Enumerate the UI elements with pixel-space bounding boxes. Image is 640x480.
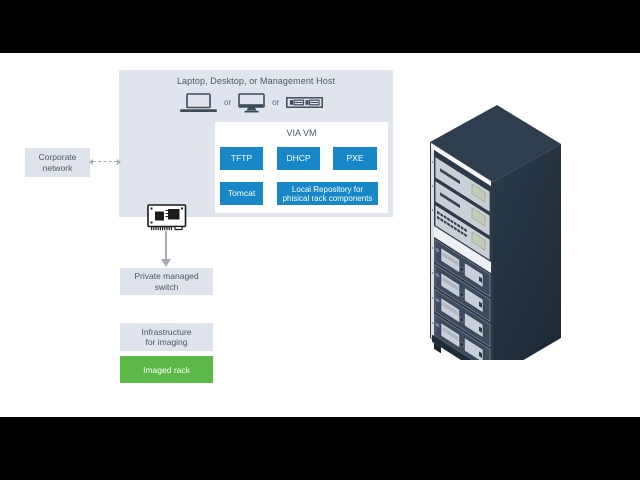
switch-line-1: Private managed bbox=[134, 271, 199, 281]
service-dhcp: DHCP bbox=[277, 147, 320, 170]
nic-edge-connector-pins bbox=[151, 226, 172, 231]
private-switch-box: Private managed switch bbox=[120, 268, 213, 295]
diagram-canvas: Laptop, Desktop, or Management Host or o… bbox=[0, 53, 640, 417]
host-panel-title: Laptop, Desktop, or Management Host bbox=[176, 76, 336, 86]
rack-unit-6 bbox=[434, 289, 491, 347]
rack-top-face bbox=[430, 105, 561, 182]
host-device-icons: or or bbox=[179, 92, 324, 113]
repo-line-1: Local Repository for bbox=[291, 184, 364, 194]
via-vm-title: VIA VM bbox=[286, 128, 317, 138]
corporate-link-line bbox=[93, 161, 117, 162]
server-rack-illustration bbox=[430, 105, 561, 360]
switch-link-line bbox=[165, 231, 167, 260]
or-label-1: or bbox=[224, 98, 232, 107]
imaged-rack-box: Imaged rack bbox=[120, 356, 213, 383]
rack-empty-slot bbox=[434, 225, 491, 274]
service-tftp: TFTP bbox=[220, 147, 263, 170]
rack-front-units bbox=[431, 143, 491, 360]
service-tomcat: Tomcat bbox=[220, 182, 263, 205]
corporate-line-1: Corporate bbox=[38, 152, 77, 162]
rack-unit-5 bbox=[434, 264, 491, 322]
desktop-icon bbox=[238, 92, 265, 112]
service-pxe: PXE bbox=[333, 147, 377, 170]
via-vm-box: VIA VM TFTP DHCP PXE Tomcat Local Reposi… bbox=[215, 122, 388, 213]
rack-unit-2 bbox=[434, 179, 491, 238]
infra-line-1: Infrastructure bbox=[141, 326, 192, 337]
rack-foot-left bbox=[434, 342, 441, 354]
corporate-link-arrowhead-right bbox=[117, 159, 121, 165]
corporate-network-box: Corporate network bbox=[25, 148, 90, 177]
rack-unit-switch bbox=[434, 203, 491, 262]
infra-line-2: for imaging bbox=[145, 337, 188, 347]
switch-link-arrowhead bbox=[161, 259, 171, 267]
infrastructure-box: Infrastructure for imaging bbox=[120, 323, 213, 351]
corporate-line-2: network bbox=[42, 162, 73, 173]
rack-side-face bbox=[493, 144, 561, 360]
server-icon bbox=[286, 97, 324, 108]
rack-plinth bbox=[432, 334, 491, 360]
host-panel: Laptop, Desktop, or Management Host or o… bbox=[119, 70, 393, 217]
repo-line-2: phisical rack components bbox=[282, 193, 373, 203]
network-card-icon bbox=[147, 204, 187, 231]
switch-line-2: switch bbox=[154, 281, 179, 292]
laptop-icon bbox=[180, 92, 217, 112]
rack-unit-1 bbox=[434, 155, 491, 214]
corporate-link-arrowhead-left bbox=[89, 159, 93, 165]
or-label-2: or bbox=[272, 98, 280, 107]
service-local-repository: Local Repository for phisical rack compo… bbox=[277, 182, 378, 205]
rack-unit-4 bbox=[434, 239, 491, 297]
